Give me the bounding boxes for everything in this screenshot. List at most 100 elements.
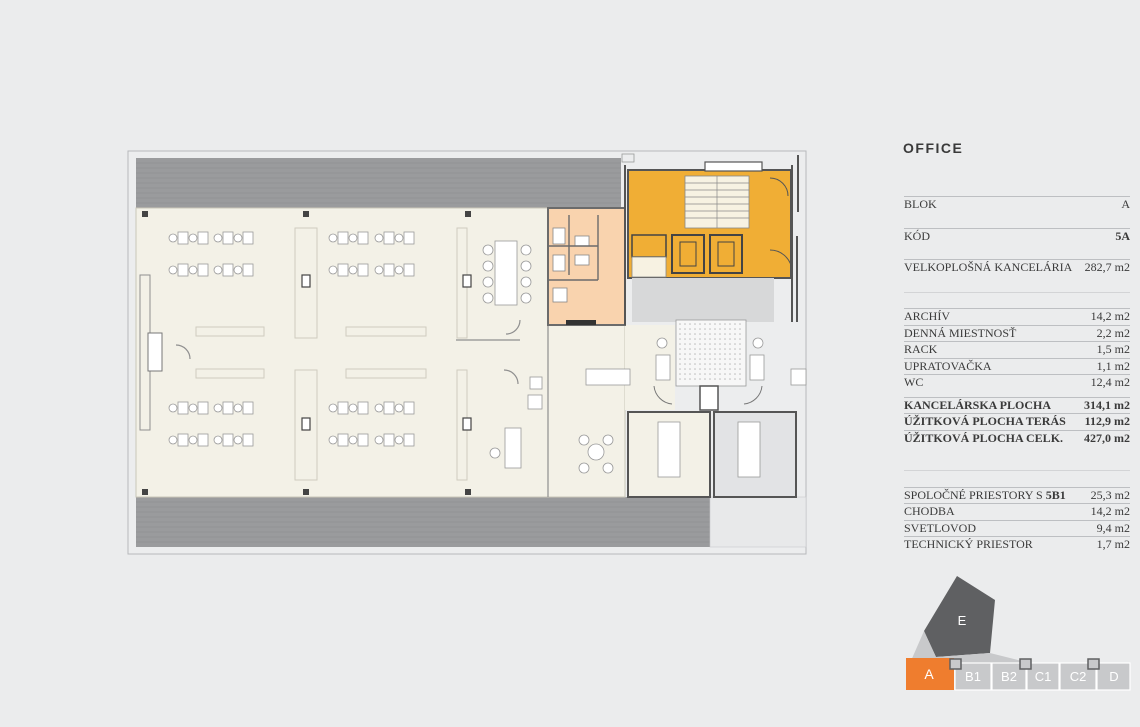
lightwell-grating xyxy=(675,319,747,387)
info-row-code: KÓD 5A xyxy=(904,227,1130,245)
desk xyxy=(337,401,349,415)
block-b1-button[interactable] xyxy=(955,663,991,690)
chair xyxy=(348,435,358,445)
chair xyxy=(374,435,384,445)
desk xyxy=(403,401,415,415)
chair xyxy=(374,403,384,413)
block-a-button[interactable] xyxy=(906,658,954,690)
desk xyxy=(242,263,254,277)
chair xyxy=(168,435,178,445)
chair xyxy=(168,233,178,243)
chair xyxy=(213,233,223,243)
block-d-button[interactable] xyxy=(1097,663,1130,690)
chair xyxy=(394,265,404,275)
desk xyxy=(383,401,395,415)
desk xyxy=(177,433,189,447)
chair xyxy=(328,233,338,243)
info-row-block: BLOK A xyxy=(904,196,1130,213)
chair xyxy=(394,435,404,445)
block-c2-button[interactable] xyxy=(1060,663,1096,690)
chair xyxy=(213,403,223,413)
chair xyxy=(233,265,243,275)
room-label: ARCHÍV xyxy=(904,309,951,323)
west-stair xyxy=(147,332,163,372)
common-label: CHODBA xyxy=(904,504,955,518)
meeting-room xyxy=(482,240,532,306)
desk xyxy=(242,433,254,447)
desk xyxy=(222,263,234,277)
room-label: RACK xyxy=(904,342,938,356)
chair xyxy=(233,233,243,243)
lounge-furniture xyxy=(489,337,765,474)
common-label: SVETLOVOD xyxy=(904,520,976,535)
chair xyxy=(188,265,198,275)
common-row: CHODBA 14,2 m2 xyxy=(904,503,1130,520)
total-label: ÚŽITKOVÁ PLOCHA TERÁS xyxy=(904,414,1066,428)
desk xyxy=(337,433,349,447)
chair xyxy=(188,435,198,445)
pillars xyxy=(301,274,472,431)
desk xyxy=(357,231,369,245)
chair xyxy=(213,265,223,275)
desk xyxy=(222,401,234,415)
chair xyxy=(188,233,198,243)
room-label: DENNÁ MIESTNOSŤ xyxy=(904,325,1017,340)
desk xyxy=(383,433,395,447)
desk xyxy=(197,263,209,277)
floor-plan xyxy=(127,150,807,555)
block-e-shape[interactable] xyxy=(924,576,995,657)
grating-dots xyxy=(679,323,741,380)
common-value: 1,7 m2 xyxy=(1096,537,1130,551)
common-value: 14,2 m2 xyxy=(1090,504,1130,518)
common-value: 25,3 m2 xyxy=(1090,487,1130,502)
chair xyxy=(394,233,404,243)
common-code: 5B1 xyxy=(1045,487,1066,502)
info-label: KÓD xyxy=(904,228,930,243)
block-c1-button[interactable] xyxy=(1027,663,1059,690)
desk xyxy=(357,401,369,415)
desk xyxy=(357,263,369,277)
info-row-office: VELKOPLOŠNÁ KANCELÁRIA 282,7 m2 xyxy=(904,259,1130,276)
internal-walls xyxy=(175,319,549,497)
top-column xyxy=(621,153,635,163)
wc-block xyxy=(547,207,626,326)
block-b2-button[interactable] xyxy=(992,663,1026,690)
chair xyxy=(374,265,384,275)
common-list: SPOLOČNÉ PRIESTORY S 5B1 25,3 m2 CHODBA 1… xyxy=(904,486,1130,553)
desk xyxy=(383,263,395,277)
common-row: TECHNICKÝ PRIESTOR 1,7 m2 xyxy=(904,536,1130,553)
chair xyxy=(213,435,223,445)
chair xyxy=(328,265,338,275)
terrace-bottom xyxy=(136,496,807,548)
columns xyxy=(142,211,471,495)
desk xyxy=(177,263,189,277)
desk xyxy=(242,231,254,245)
common-label: TECHNICKÝ PRIESTOR xyxy=(904,537,1033,551)
chair xyxy=(348,403,358,413)
desk xyxy=(403,433,415,447)
desk xyxy=(177,231,189,245)
info-panel: OFFICE BLOK A KÓD 5A VELKOPLOŠNÁ KANCELÁ… xyxy=(903,140,1130,553)
room-value: 12,4 m2 xyxy=(1090,375,1130,389)
total-value: 427,0 m2 xyxy=(1084,430,1130,445)
desk xyxy=(222,231,234,245)
total-value: 314,1 m2 xyxy=(1084,397,1130,412)
desk xyxy=(403,263,415,277)
info-value: A xyxy=(1121,197,1130,211)
common-label: SPOLOČNÉ PRIESTORY S 5B1 xyxy=(904,488,1066,504)
common-row: SPOLOČNÉ PRIESTORY S 5B1 25,3 m2 xyxy=(904,486,1130,504)
page-title: OFFICE xyxy=(903,140,964,156)
info-label: VELKOPLOŠNÁ KANCELÁRIA xyxy=(904,260,1073,274)
desk xyxy=(357,433,369,447)
desk xyxy=(197,231,209,245)
total-value: 112,9 m2 xyxy=(1084,414,1130,428)
